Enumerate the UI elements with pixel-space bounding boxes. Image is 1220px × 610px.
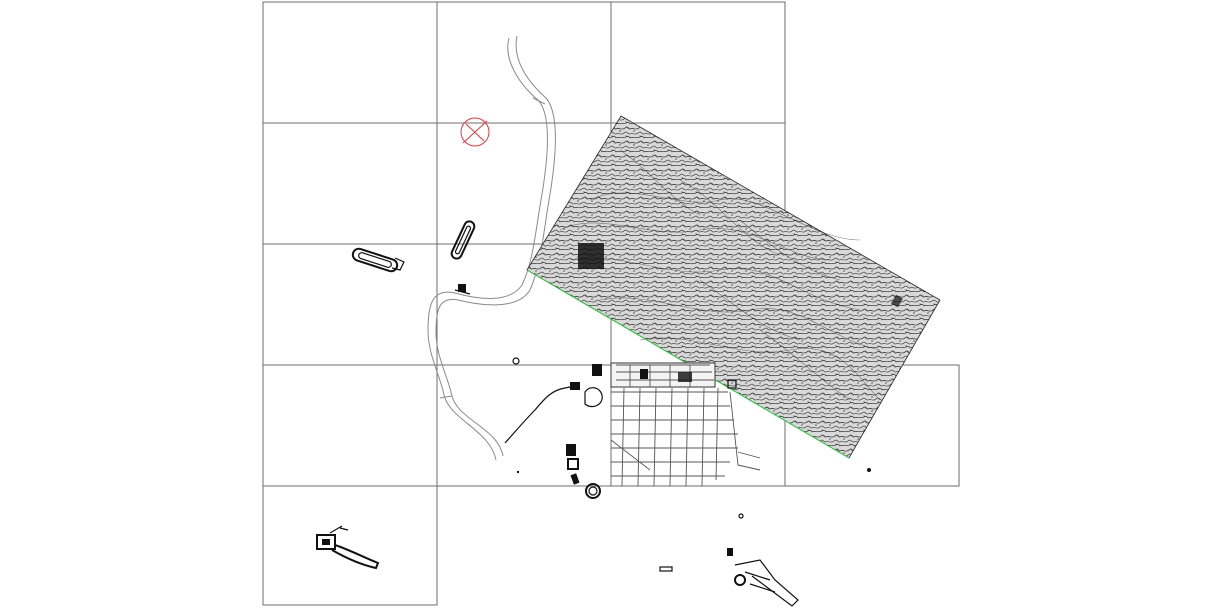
small-building[interactable] [567,458,579,470]
grid-cell[interactable] [262,243,438,366]
terrain-structure[interactable] [891,294,903,308]
grid-cell[interactable] [262,122,438,245]
site-detail-southeast[interactable] [659,548,799,607]
round-structure [588,486,598,496]
small-building[interactable] [458,284,466,292]
crosshair-circle-icon[interactable] [460,117,490,147]
terrain-raster[interactable] [526,115,941,459]
sheet-grid [262,1,960,606]
grid-cell[interactable] [262,364,438,487]
building-outline[interactable] [584,387,603,408]
round-structure[interactable] [585,483,601,499]
path-line [454,289,471,295]
site-detail-southwest[interactable] [316,525,380,570]
capsule-structure[interactable] [450,220,476,260]
point-feature [516,470,520,474]
structures [316,220,871,607]
small-building[interactable] [570,473,580,485]
small-building[interactable] [570,382,580,390]
small-building[interactable] [727,379,737,389]
capsule-structure[interactable] [351,247,405,273]
grid-cell[interactable] [610,1,786,124]
small-building[interactable] [566,444,576,456]
small-feature[interactable] [512,357,520,365]
point-feature[interactable] [867,468,871,472]
terrain-structure[interactable] [578,243,604,269]
river[interactable] [427,35,556,461]
point-feature[interactable] [738,513,744,519]
trail-path[interactable] [504,385,576,444]
grid-cell[interactable] [436,364,612,487]
grid-cell[interactable] [262,1,438,124]
grid-cell[interactable] [262,485,438,606]
grid-cell[interactable] [436,1,612,124]
small-building[interactable] [592,364,602,376]
town-street-grid[interactable] [610,362,761,487]
